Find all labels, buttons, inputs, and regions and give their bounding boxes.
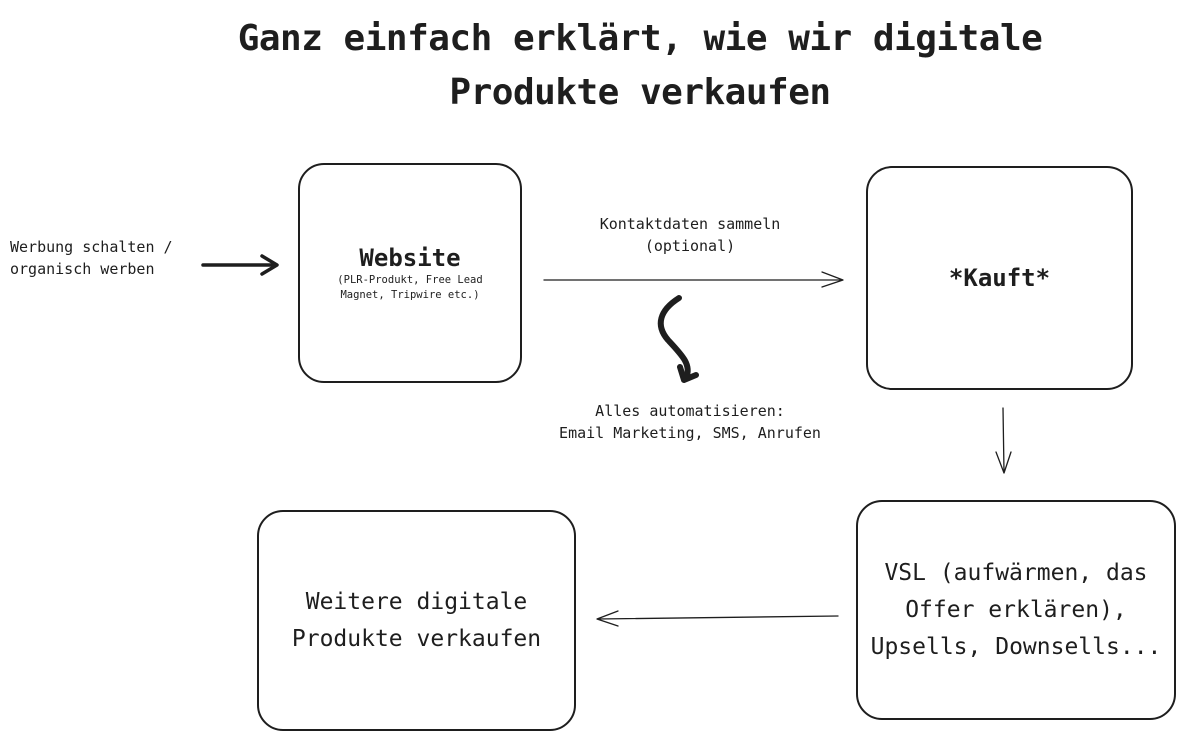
contact-data-label: Kontaktdaten sammeln (optional) bbox=[599, 215, 781, 255]
automation-label: Alles automatisieren: Email Marketing, S… bbox=[559, 402, 821, 442]
website-subtitle: (PLR-Produkt, Free Lead Magnet, Tripwire… bbox=[337, 274, 483, 301]
vsl-box: VSL (aufwärmen, das Offer erklären), Ups… bbox=[856, 500, 1176, 720]
arrow-kauft-to-vsl bbox=[995, 407, 1012, 474]
vsl-label: VSL (aufwärmen, das Offer erklären), Ups… bbox=[870, 559, 1162, 660]
website-title: Website bbox=[359, 244, 461, 272]
weitere-box: Weitere digitale Produkte verkaufen bbox=[257, 510, 576, 731]
weitere-label: Weitere digitale Produkte verkaufen bbox=[291, 588, 542, 652]
curly-arrow-automation bbox=[657, 295, 699, 383]
diagram-title: Ganz einfach erklärt, wie wir digitale P… bbox=[237, 18, 1043, 113]
kauft-box: *Kauft* bbox=[866, 166, 1133, 390]
arrow-website-to-kauft bbox=[543, 271, 844, 288]
arrow-left-to-website bbox=[201, 254, 279, 276]
kauft-label: *Kauft* bbox=[948, 264, 1051, 292]
left-note: Werbung schalten / organisch werben bbox=[10, 238, 173, 278]
arrow-vsl-to-weitere bbox=[596, 610, 839, 627]
website-box: Website (PLR-Produkt, Free Lead Magnet, … bbox=[298, 163, 522, 383]
